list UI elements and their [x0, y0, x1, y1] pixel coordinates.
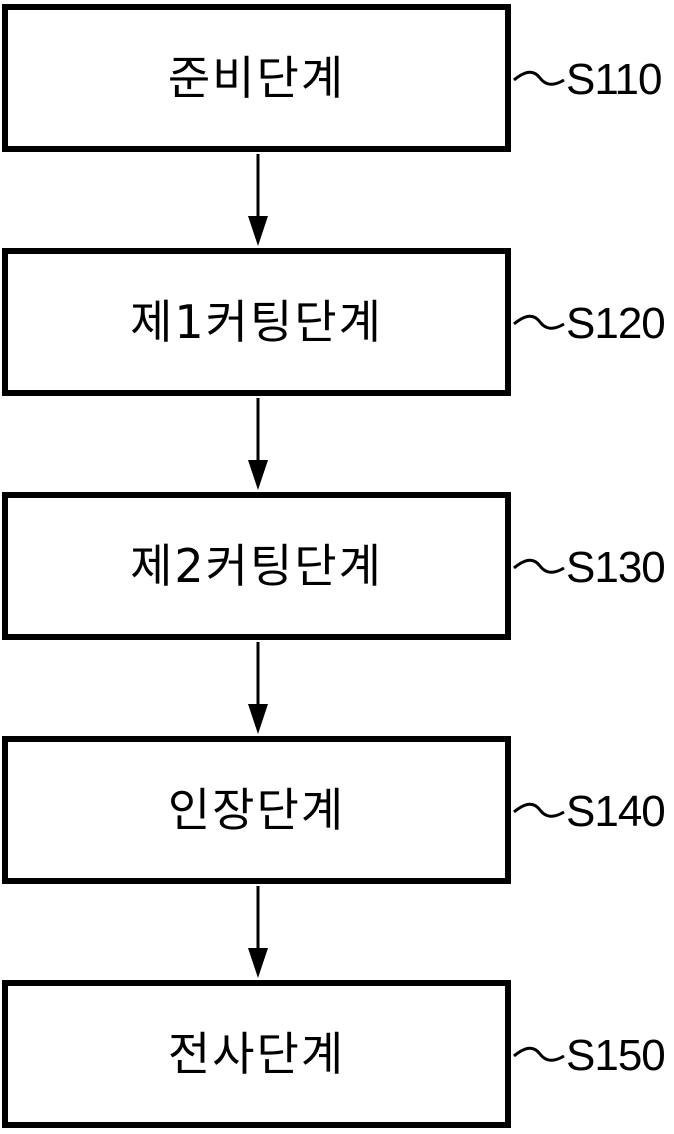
step-box-preparation: 준비단계: [2, 4, 511, 152]
step-box-transfer: 전사단계: [2, 980, 511, 1128]
step-label: 제1커팅단계: [130, 299, 383, 345]
leader-line-s130: [514, 560, 564, 572]
step-label: 인장단계: [168, 787, 345, 833]
step-ref-label: S110: [566, 58, 662, 102]
arrow-step1-to-step2: [248, 154, 268, 246]
leader-line-s110: [514, 72, 564, 84]
leader-line-s120: [514, 316, 564, 328]
arrow-step4-to-step5: [248, 886, 268, 978]
step-ref-label: S150: [566, 1034, 665, 1078]
step-ref-label: S120: [566, 302, 665, 346]
step-box-second-cutting: 제2커팅단계: [2, 492, 511, 640]
step-label: 제2커팅단계: [130, 543, 383, 589]
step-label: 준비단계: [168, 55, 345, 101]
leader-line-s140: [514, 804, 564, 816]
step-ref-label: S130: [566, 546, 665, 590]
step-box-tension: 인장단계: [2, 736, 511, 884]
step-box-first-cutting: 제1커팅단계: [2, 248, 511, 396]
leader-line-s150: [514, 1048, 564, 1060]
step-label: 전사단계: [168, 1031, 345, 1077]
arrow-step3-to-step4: [248, 642, 268, 734]
step-ref-label: S140: [566, 790, 665, 834]
arrow-step2-to-step3: [248, 398, 268, 490]
